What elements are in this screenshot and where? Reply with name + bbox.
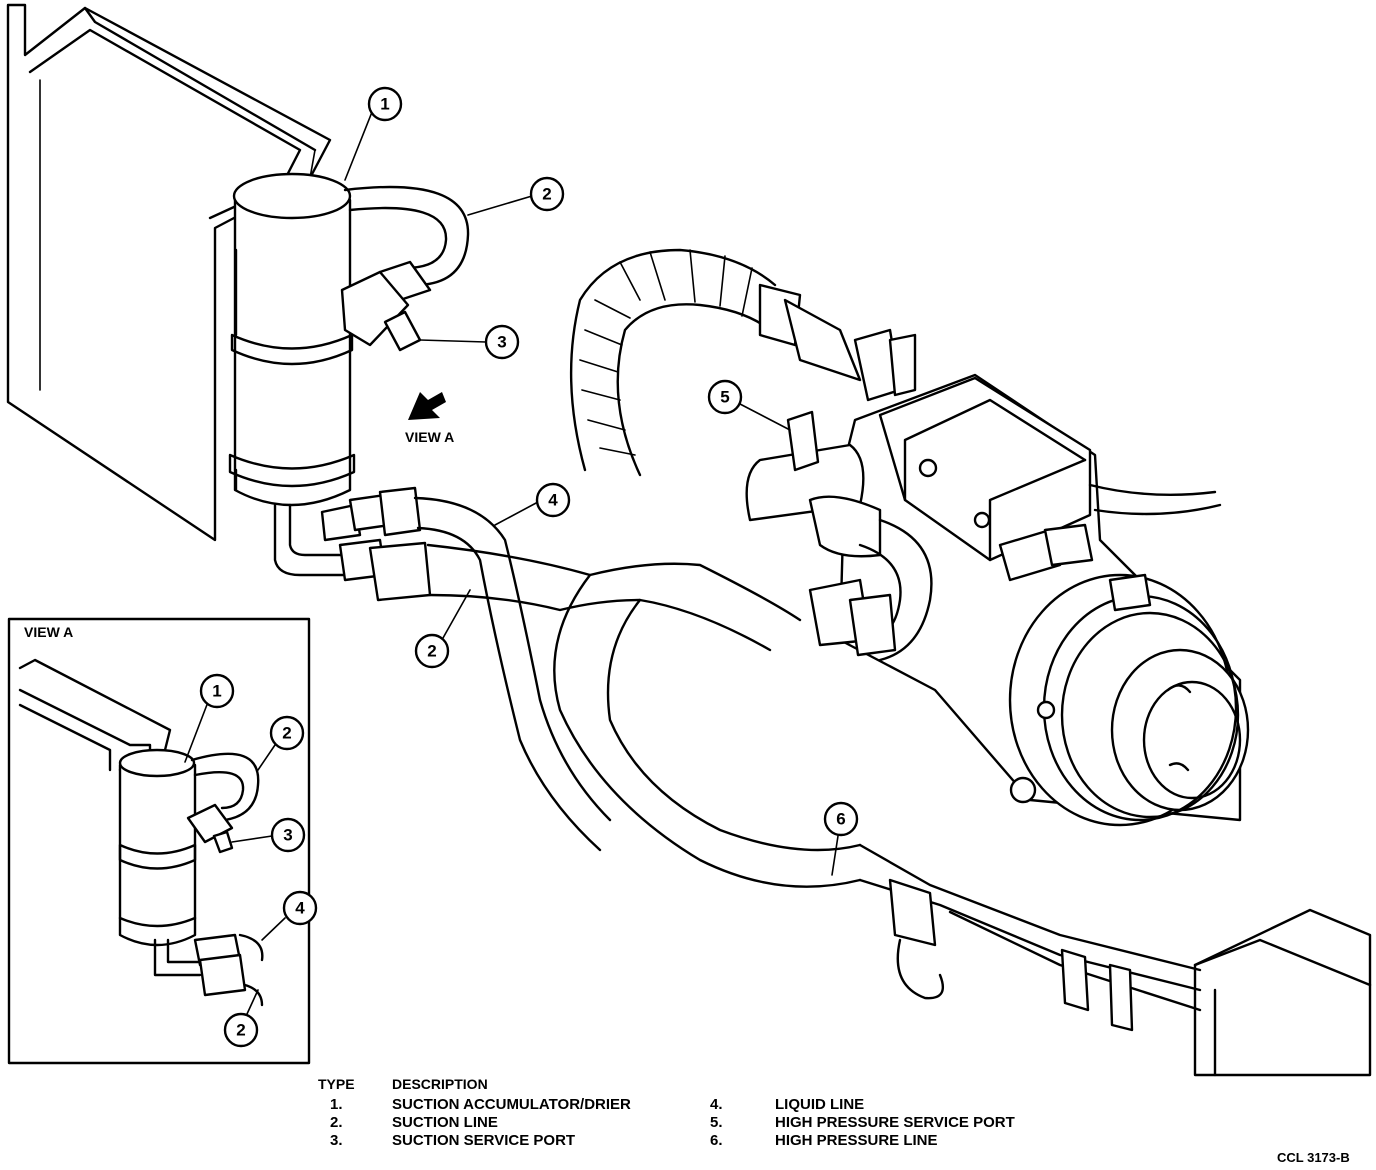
inset-title: VIEW A bbox=[24, 624, 73, 640]
callout-1: 1 bbox=[380, 95, 389, 114]
legend-header-description: DESCRIPTION bbox=[392, 1076, 488, 1092]
callout-6: 6 bbox=[836, 810, 845, 829]
view-a-inset: VIEW A 1 2 3 4 2 bbox=[7, 617, 318, 1065]
view-a-arrow bbox=[408, 392, 446, 420]
suction-line-main bbox=[426, 543, 862, 888]
view-a-label: VIEW A bbox=[405, 429, 454, 445]
legend-desc: HIGH PRESSURE LINE bbox=[775, 1132, 938, 1149]
inset-callout-2: 2 bbox=[282, 724, 291, 743]
callout-2: 2 bbox=[542, 185, 551, 204]
compressor-return-bend bbox=[808, 518, 933, 662]
high-pressure-service-port bbox=[745, 410, 882, 558]
legend-desc: HIGH PRESSURE SERVICE PORT bbox=[775, 1114, 1015, 1131]
inset-callout-4: 4 bbox=[295, 899, 305, 918]
callout-4: 4 bbox=[548, 491, 558, 510]
callout-5: 5 bbox=[720, 388, 729, 407]
legend-header-type: TYPE bbox=[318, 1076, 355, 1092]
callouts-main: 1 2 3 4 2 5 6 bbox=[344, 86, 859, 876]
legend-desc: SUCTION LINE bbox=[392, 1114, 498, 1131]
legend: TYPE DESCRIPTION 1. SUCTION ACCUMULATOR/… bbox=[318, 1076, 1015, 1149]
figure-code: CCL 3173-B bbox=[1277, 1150, 1350, 1165]
legend-desc: SUCTION ACCUMULATOR/DRIER bbox=[392, 1096, 631, 1113]
suction-accumulator-drier bbox=[228, 172, 356, 507]
legend-num: 2. bbox=[330, 1114, 343, 1131]
legend-num: 6. bbox=[710, 1132, 723, 1149]
legend-num: 3. bbox=[330, 1132, 343, 1149]
legend-desc: LIQUID LINE bbox=[775, 1096, 864, 1113]
compressor bbox=[838, 373, 1250, 827]
evaporator-housing bbox=[6, 3, 332, 542]
inset-callout-3: 3 bbox=[283, 826, 292, 845]
legend-num: 1. bbox=[330, 1096, 343, 1113]
accumulator-fittings bbox=[273, 486, 432, 602]
legend-desc: SUCTION SERVICE PORT bbox=[392, 1132, 575, 1149]
suction-line-loop bbox=[343, 185, 470, 302]
high-pressure-line bbox=[858, 843, 1202, 1032]
callout-3: 3 bbox=[497, 333, 506, 352]
condenser bbox=[1193, 908, 1372, 1077]
liquid-line bbox=[413, 496, 612, 852]
inset-callout-2b: 2 bbox=[236, 1021, 245, 1040]
callout-2b: 2 bbox=[427, 642, 436, 661]
corrugated-suction-hose bbox=[569, 248, 917, 477]
legend-num: 4. bbox=[710, 1096, 723, 1113]
legend-num: 5. bbox=[710, 1114, 723, 1131]
inset-callout-1: 1 bbox=[212, 682, 221, 701]
